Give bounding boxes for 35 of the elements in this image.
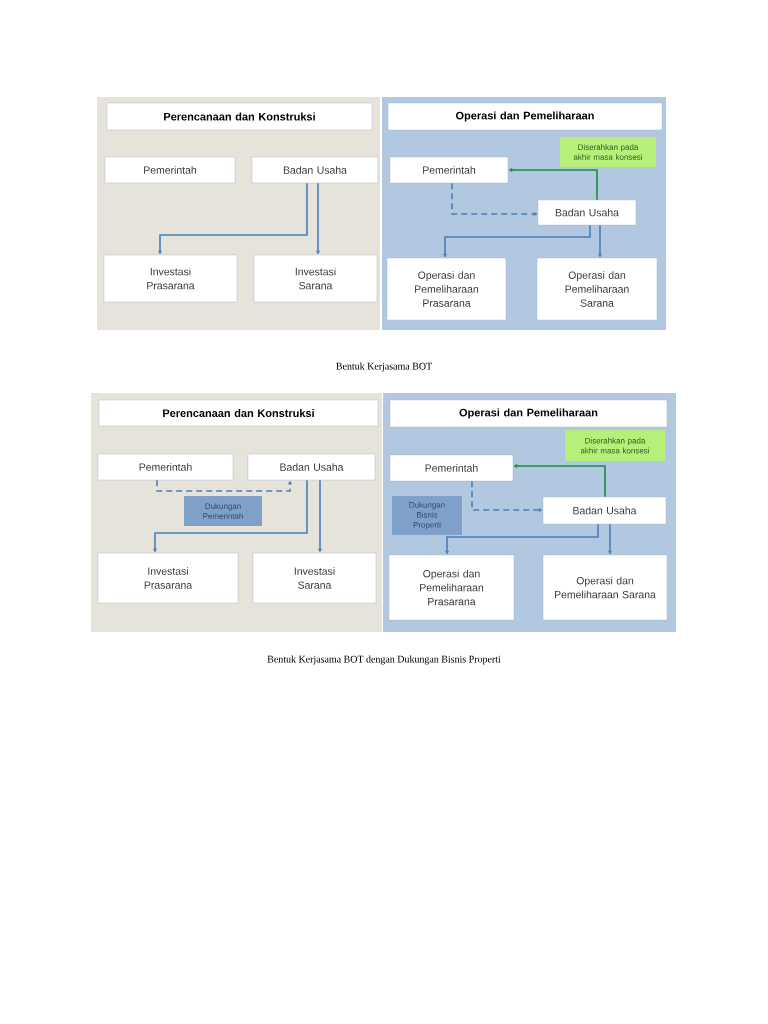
panel-header: Perencanaan dan Konstruksi xyxy=(106,102,373,131)
arrow xyxy=(513,464,606,498)
entity-box: Investasi Sarana xyxy=(252,552,377,604)
entity-box: Operasi dan Pemeliharaan Sarana xyxy=(542,554,668,621)
entity-box: Investasi Prasarana xyxy=(103,254,238,303)
panel-header: Operasi dan Pemeliharaan xyxy=(389,399,668,428)
entity-box: Operasi dan Pemeliharaan Sarana xyxy=(536,257,658,321)
arrow xyxy=(158,182,308,255)
arrow xyxy=(316,182,320,255)
arrow xyxy=(153,479,308,553)
arrow xyxy=(443,224,591,258)
panel-header: Operasi dan Pemeliharaan xyxy=(387,102,663,131)
entity-box: Operasi dan Pemeliharaan Prasarana xyxy=(388,554,515,621)
caption: Bentuk Kerjasama BOT dengan Dukungan Bisnis Properti xyxy=(267,655,501,665)
arrow xyxy=(451,182,538,216)
entity-box: Pemerintah xyxy=(97,453,234,481)
entity-box: Badan Usaha xyxy=(251,156,379,184)
entity-box: Badan Usaha xyxy=(247,453,376,481)
arrow xyxy=(598,224,602,258)
arrow xyxy=(608,523,612,555)
entity-box: Badan Usaha xyxy=(542,496,667,525)
entity-box: Investasi Prasarana xyxy=(97,552,239,604)
arrow xyxy=(445,523,599,555)
entity-box: Pemerintah xyxy=(389,454,514,482)
entity-box: Investasi Sarana xyxy=(253,254,378,303)
caption: Bentuk Kerjasama BOT xyxy=(336,362,432,372)
entity-box: Pemerintah xyxy=(389,156,509,184)
arrow xyxy=(318,479,322,553)
entity-box: Operasi dan Pemeliharaan Prasarana xyxy=(386,257,507,321)
panel-header: Perencanaan dan Konstruksi xyxy=(98,399,379,427)
entity-box: Pemerintah xyxy=(104,156,236,184)
arrow xyxy=(508,168,598,201)
arrow xyxy=(471,480,543,512)
arrow xyxy=(156,479,292,492)
entity-box: Badan Usaha xyxy=(537,199,637,226)
